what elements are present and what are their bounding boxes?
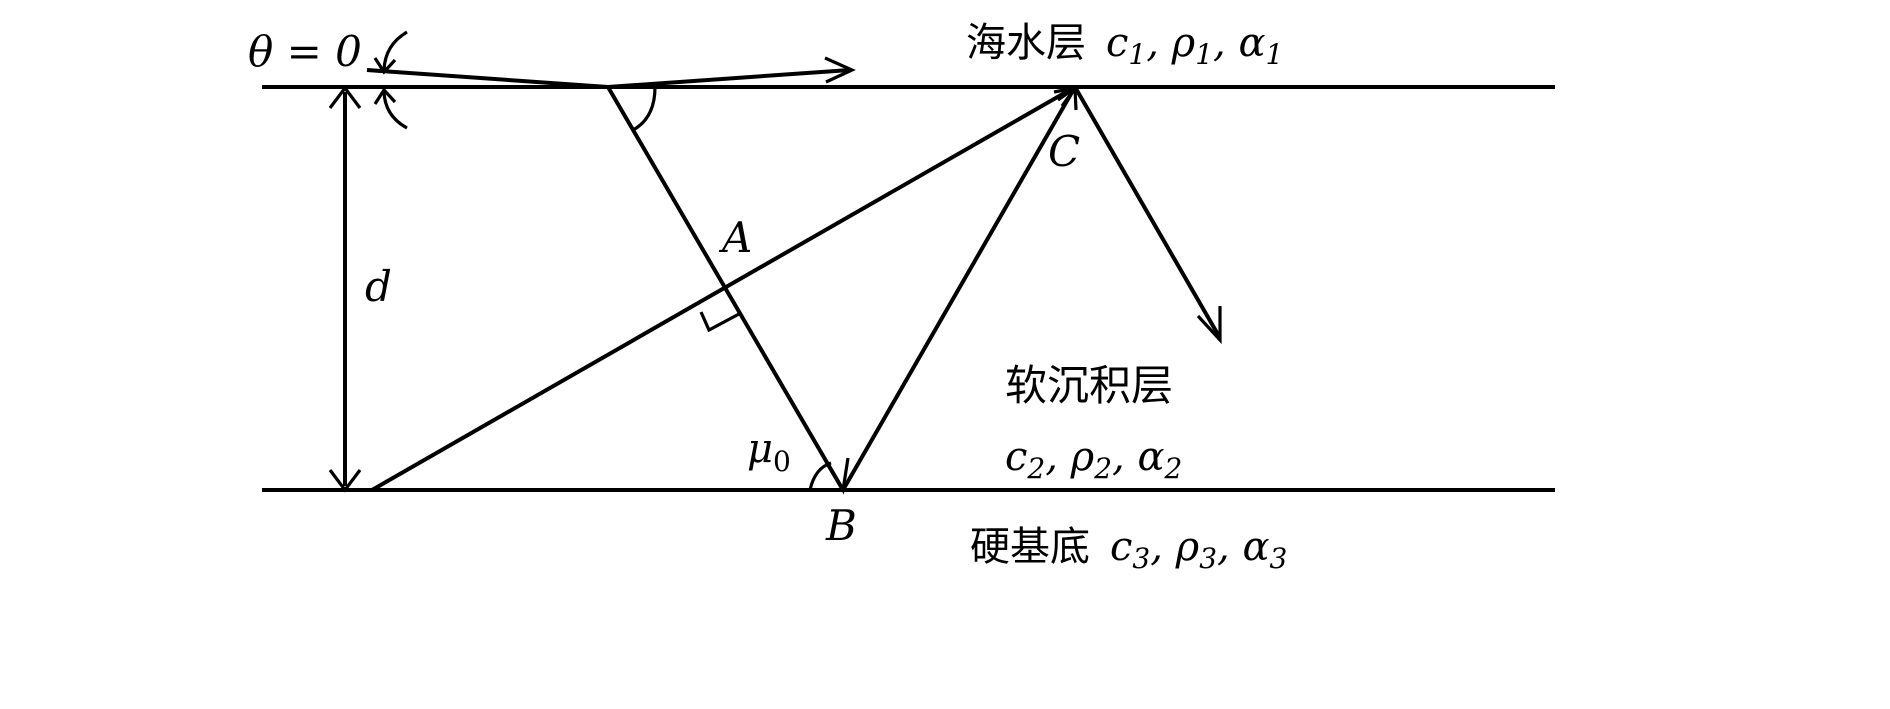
sediment-layer-name: 软沉积层	[1005, 361, 1173, 410]
reflected-ray	[607, 68, 851, 89]
theta-curved-arrow-top	[382, 30, 408, 71]
theta-curved-arrow-top-head	[373, 57, 397, 75]
incidence-angle-arc	[632, 86, 657, 132]
incident-ray	[366, 68, 609, 89]
transmitted-ray	[1073, 85, 1222, 340]
right-angle-marker	[699, 311, 740, 333]
point-b-label: B	[825, 501, 857, 550]
mu0-label: μ0	[747, 426, 791, 478]
theta-curved-arrow-bottom-head	[373, 87, 397, 105]
thickness-arrowhead-top	[328, 85, 362, 109]
mu0-angle-arc	[808, 461, 832, 491]
thickness-arrowhead-bottom	[328, 469, 362, 493]
theta-label: θ = 0	[248, 27, 362, 76]
seawater-layer-label: 海水层 c1, ρ1, α1	[966, 20, 1283, 71]
point-c-label: C	[1048, 127, 1080, 176]
sediment-layer-params: c2, ρ2, α2	[1005, 434, 1182, 485]
d-label: d	[365, 262, 392, 311]
reflected-ray-arrowhead	[824, 56, 856, 84]
theta-curved-arrow-bottom	[382, 91, 408, 130]
bedrock-layer-label: 硬基底 c3, ρ3, α3	[970, 524, 1287, 575]
ray-b-to-c	[841, 86, 1077, 491]
point-a-label: A	[718, 213, 752, 262]
mu0-subscript: 0	[773, 445, 791, 478]
wavefront-line	[371, 85, 1076, 492]
transmitted-ray-arrowhead	[1196, 306, 1222, 345]
